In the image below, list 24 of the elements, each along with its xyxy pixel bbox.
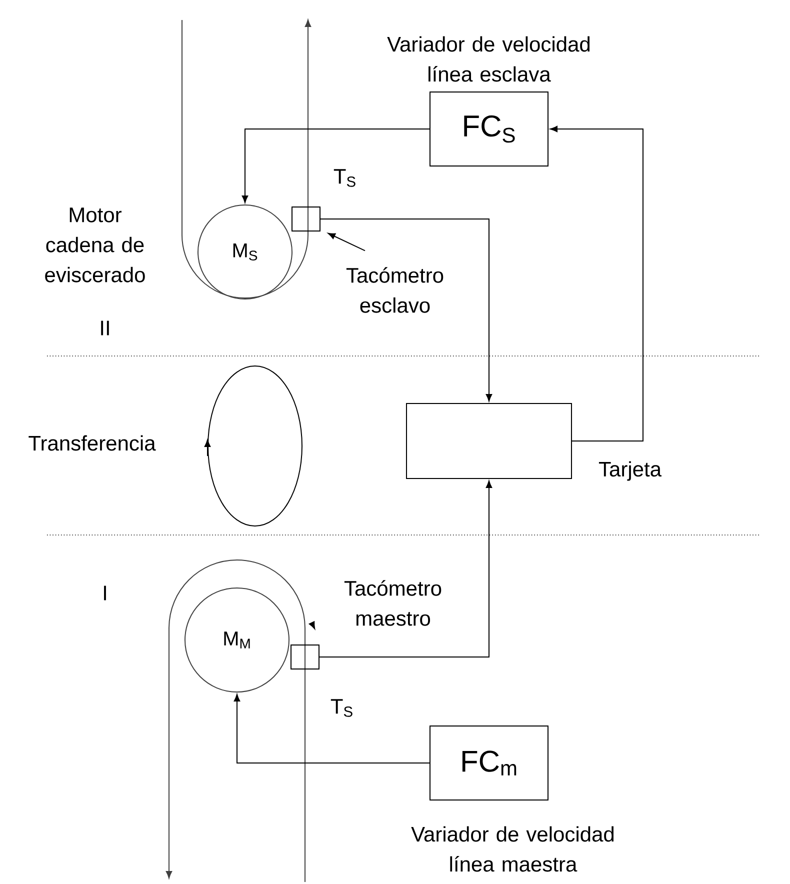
arrow	[319, 480, 492, 658]
controller-box: FC$_{m}$	[430, 726, 548, 800]
zone-label: I	[104, 586, 106, 600]
node-caption: T$_{S}$	[334, 169, 356, 187]
card-box	[406, 403, 572, 479]
zone-label: II	[101, 320, 109, 336]
arrow	[234, 694, 430, 764]
arrow	[320, 218, 492, 402]
node-caption: Variador de velocidad línea esclava	[387, 36, 590, 82]
node-caption: Variador de velocidad línea maestra	[411, 826, 614, 872]
arrow	[242, 128, 430, 203]
sensor-box	[292, 206, 320, 232]
leader-line	[328, 232, 366, 252]
node-caption: Transferencia	[28, 435, 156, 451]
node-caption: Motor cadena de eviscerado	[45, 208, 145, 282]
arrow	[550, 126, 644, 442]
callout-text: Tacómetro maestro	[344, 580, 442, 626]
transfer-loop	[204, 366, 302, 526]
controller-box: FC$_{S}$	[430, 92, 548, 166]
callout-text: Tacómetro esclavo	[346, 267, 444, 313]
leader-line	[308, 621, 316, 630]
node-caption: Tarjeta	[598, 461, 662, 481]
sensor-box	[290, 644, 320, 670]
node-caption: T$_{S}$	[330, 699, 352, 717]
